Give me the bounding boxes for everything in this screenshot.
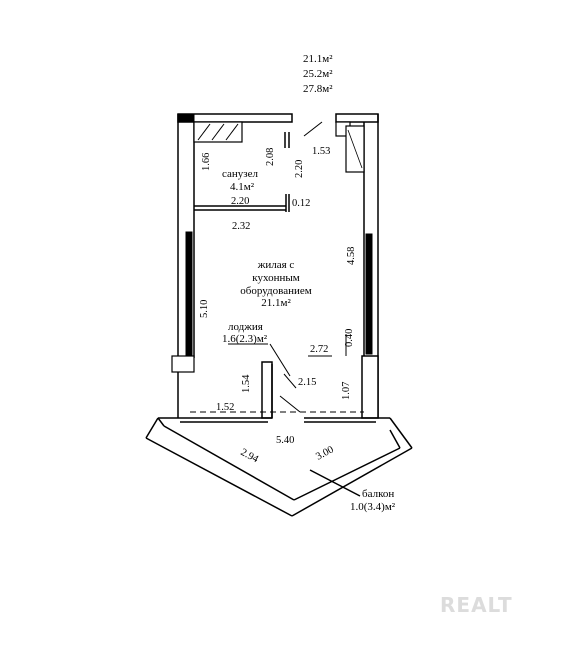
dim-2.20-horizontal: 2.20: [231, 196, 249, 207]
dim-3.00: 3.00: [314, 444, 335, 462]
dim-1.66: 1.66: [201, 153, 212, 171]
dim-2.20-vertical: 2.20: [294, 160, 305, 178]
wall-top-left: [177, 113, 293, 123]
wall-corner-left: [177, 113, 195, 123]
dim-1.54: 1.54: [241, 374, 252, 393]
dim-5.40: 5.40: [276, 435, 294, 446]
living-room-name-line2: кухонным: [252, 272, 299, 284]
dim-1.52: 1.52: [216, 402, 234, 413]
dim-1.53: 1.53: [312, 146, 330, 157]
window-right: [365, 233, 373, 355]
loggia-partition: [261, 361, 273, 419]
bathroom-area: 4.1м²: [230, 181, 255, 193]
dim-2.72: 2.72: [310, 344, 328, 355]
dim-1.07: 1.07: [341, 382, 352, 400]
area-total-no-coef: 25.2м²: [303, 68, 333, 80]
loggia-area: 1.6(2.3)м²: [222, 333, 268, 345]
window-left: [185, 231, 193, 359]
dim-4.58: 4.58: [346, 247, 357, 265]
dim-0.12: 0.12: [292, 198, 310, 209]
dim-5.10: 5.10: [199, 300, 210, 318]
area-living: 21.1м²: [303, 53, 333, 65]
watermark-logo: REALT: [440, 593, 513, 617]
dim-2.32: 2.32: [232, 221, 250, 232]
walls: [171, 113, 379, 423]
wall-top-right: [335, 113, 379, 123]
balcony-outline: [145, 417, 413, 517]
balcony-name: балкон: [362, 488, 394, 500]
dim-2.15: 2.15: [298, 377, 316, 388]
dim-0.40: 0.40: [344, 329, 355, 347]
living-room-name-line3: оборудованием: [240, 285, 311, 297]
balcony-area: 1.0(3.4)м²: [350, 501, 396, 513]
room-labels: санузел 4.1м² жилая с кухонным оборудова…: [222, 168, 396, 513]
dim-2.94: 2.94: [239, 447, 261, 466]
living-room-area: 21.1м²: [261, 297, 291, 309]
dim-2.08: 2.08: [265, 148, 276, 166]
dimension-labels: 1.66 2.08 2.20 1.53 2.20 0.12 2.32 4.58 …: [199, 146, 357, 466]
area-total: 27.8м²: [303, 83, 333, 95]
loggia-name: лоджия: [228, 321, 263, 333]
bathroom-name: санузел: [222, 168, 259, 180]
living-room-name-line1: жилая с: [257, 259, 295, 271]
